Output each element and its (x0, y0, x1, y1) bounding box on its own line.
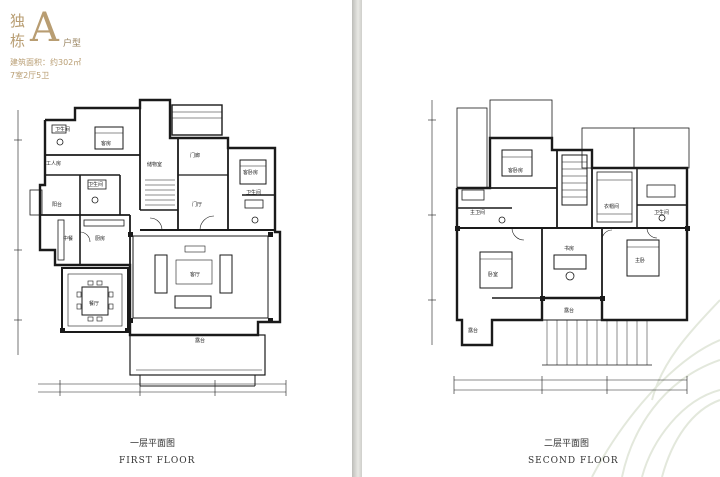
room-label-bath-top: 卫生间 (55, 126, 70, 133)
room-label-balcony: 阳台 (52, 201, 62, 208)
room-label-2f-guest-bedroom: 客卧房 (508, 167, 523, 174)
first-floor-plan: 卫生间 客房 储物室 门廊 客卧房 工人房 卫生间 卫生间 阳台 门厅 中餐 厨… (14, 98, 287, 396)
rooms-text: 7室2厅5卫 (10, 71, 50, 80)
room-label-bedroom: 客房 (101, 140, 111, 147)
area-text: 建筑面积：约302㎡ (10, 58, 82, 67)
room-label-guest-bedroom: 客卧房 (243, 169, 258, 176)
room-label-2f-study: 书房 (564, 245, 574, 252)
room-label-dining: 餐厅 (89, 300, 99, 307)
room-label-bath-mid: 卫生间 (88, 181, 103, 188)
room-label-2f-closet: 衣帽间 (604, 203, 619, 210)
room-label-2f-balcony: 露台 (564, 307, 574, 314)
room-label-living: 客厅 (190, 271, 200, 278)
first-floor-caption-en: FIRST FLOOR (119, 456, 196, 466)
second-floor-caption-cn: 二层平面图 (544, 439, 590, 449)
room-label-2f-bedroom-left: 卧室 (488, 271, 498, 278)
room-label-bath-right: 卫生间 (246, 189, 261, 196)
title-letter: A (30, 5, 59, 51)
room-label-2f-terrace: 露台 (468, 327, 478, 334)
page-gutter (352, 0, 362, 477)
room-label-2f-bath-right: 卫生间 (654, 209, 669, 216)
room-label-terrace: 露台 (195, 337, 205, 344)
left-page: 独 栋 A 户型 建筑面积：约302㎡ 7室2厅5卫 (0, 0, 352, 477)
room-label-2f-master: 主卧 (635, 257, 645, 264)
right-page: 客卧房 主卫间 衣帽间 卫生间 书房 主卧 卧室 露台 露台 二层平面图 SEC… (362, 0, 720, 477)
second-floor-plan: 客卧房 主卫间 衣帽间 卫生间 书房 主卧 卧室 露台 露台 (428, 99, 720, 477)
room-label-foyer: 门厅 (192, 201, 202, 208)
room-label-storage: 储物室 (147, 161, 162, 168)
title-char-dong: 栋 (10, 32, 26, 50)
leaf-watermark (591, 299, 720, 477)
room-label-dining-left: 中餐 (63, 235, 73, 242)
title-char-du: 独 (10, 12, 26, 30)
first-floor-caption-cn: 一层平面图 (130, 439, 176, 449)
room-label-entry: 门廊 (190, 152, 200, 159)
room-label-2f-bath-left: 主卫间 (470, 209, 485, 216)
second-floor-caption-en: SECOND FLOOR (528, 456, 619, 466)
title-type-label: 户型 (63, 39, 82, 49)
room-label-kitchen: 厨房 (95, 235, 105, 242)
room-label-maid: 工人房 (46, 160, 61, 167)
